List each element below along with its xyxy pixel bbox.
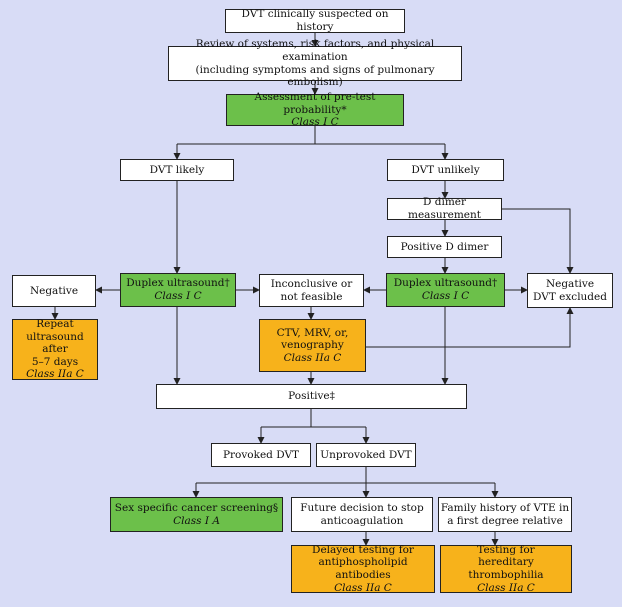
repeat-line: ultrasound after [26,330,84,356]
node-provoked-dvt: Provoked DVT [211,443,311,467]
stop-line: Future decision to stop [300,501,424,514]
node-duplex-ultrasound-right: Duplex ultrasound†Class I C [386,273,505,307]
thrombo-line: hereditary thrombophilia [468,556,544,581]
duplex_right-line: Duplex ultrasound† [393,277,498,290]
node-review-systems: Review of systems, risk factors, and phy… [168,38,462,88]
thrombo-recommendation-class: Class IIa C [477,581,535,594]
repeat-recommendation-class: Class IIa C [26,368,84,381]
edge-unprovoked-split [196,467,495,484]
ctv-line: CTV, MRV, or, [276,326,349,339]
positive-line: Positive‡ [288,390,335,403]
family-line: a first degree relative [447,514,563,527]
ctv-line: venography [281,339,344,352]
node-duplex-ultrasound-left: Duplex ultrasound†Class I C [120,273,236,307]
node-positive-d-dimer: Positive D dimer [387,236,502,258]
unlikely-line: DVT unlikely [411,163,480,176]
node-unprovoked-dvt: Unprovoked DVT [316,443,416,467]
edge-ctv-excluded [366,307,574,348]
edge-ddimer-excluded [502,208,574,274]
stop-line: anticoagulation [320,514,404,527]
pretest-recommendation-class: Class I C [291,116,339,129]
posdimer-line: Positive D dimer [400,240,489,253]
unprovoked-line: Unprovoked DVT [320,448,412,461]
antiphos-recommendation-class: Class IIa C [334,581,392,594]
repeat-line: 5–7 days [31,355,79,368]
node-positive: Positive‡ [156,384,467,409]
duplex_left-line: Duplex ultrasound† [126,277,230,290]
node-pretest-probability: Assessment of pre-test probability*Class… [226,91,404,129]
family-line: Family history of VTE in [440,501,570,514]
node-dvt-likely: DVT likely [120,159,234,181]
review-line: (including symptoms and signs of pulmona… [195,63,435,89]
node-dvt-suspected: DVT clinically suspected on history [225,8,405,33]
provoked-line: Provoked DVT [222,448,300,461]
edge-positive-split [261,409,366,428]
inconclusive-line: Inconclusive or [270,277,353,290]
excluded-line: Negative [545,277,595,290]
node-dvt-unlikely: DVT unlikely [387,159,504,181]
thrombo-line: Testing for [477,543,535,556]
edge-pretest-split [176,126,446,159]
duplex_left-recommendation-class: Class I C [154,290,202,302]
duplex_right-recommendation-class: Class I C [421,290,470,302]
review-line: Review of systems, risk factors, and phy… [195,38,435,63]
node-d-dimer-measurement: D dimer measurement [387,196,502,221]
repeat-line: Repeat [36,318,74,331]
negative-line: Negative [29,284,79,297]
cancer-recommendation-class: Class I A [173,514,220,527]
ddimer-line: D dimer measurement [408,196,481,221]
antiphos-line: antiphospholipid antibodies [318,556,408,581]
excluded-line: DVT excluded [533,290,607,303]
node-cancer-screening: Sex specific cancer screening§Class I A [110,497,283,532]
pretest-line: Assessment of pre-test probability* [254,91,376,116]
likely-line: DVT likely [149,163,205,176]
suspected-line: DVT clinically suspected on history [241,8,389,33]
cancer-line: Sex specific cancer screening§ [114,501,279,514]
ctv-recommendation-class: Class IIa C [283,351,342,364]
inconclusive-line: not feasible [280,290,343,303]
antiphos-line: Delayed testing for [312,543,414,556]
node-negative: Negative [12,275,96,307]
